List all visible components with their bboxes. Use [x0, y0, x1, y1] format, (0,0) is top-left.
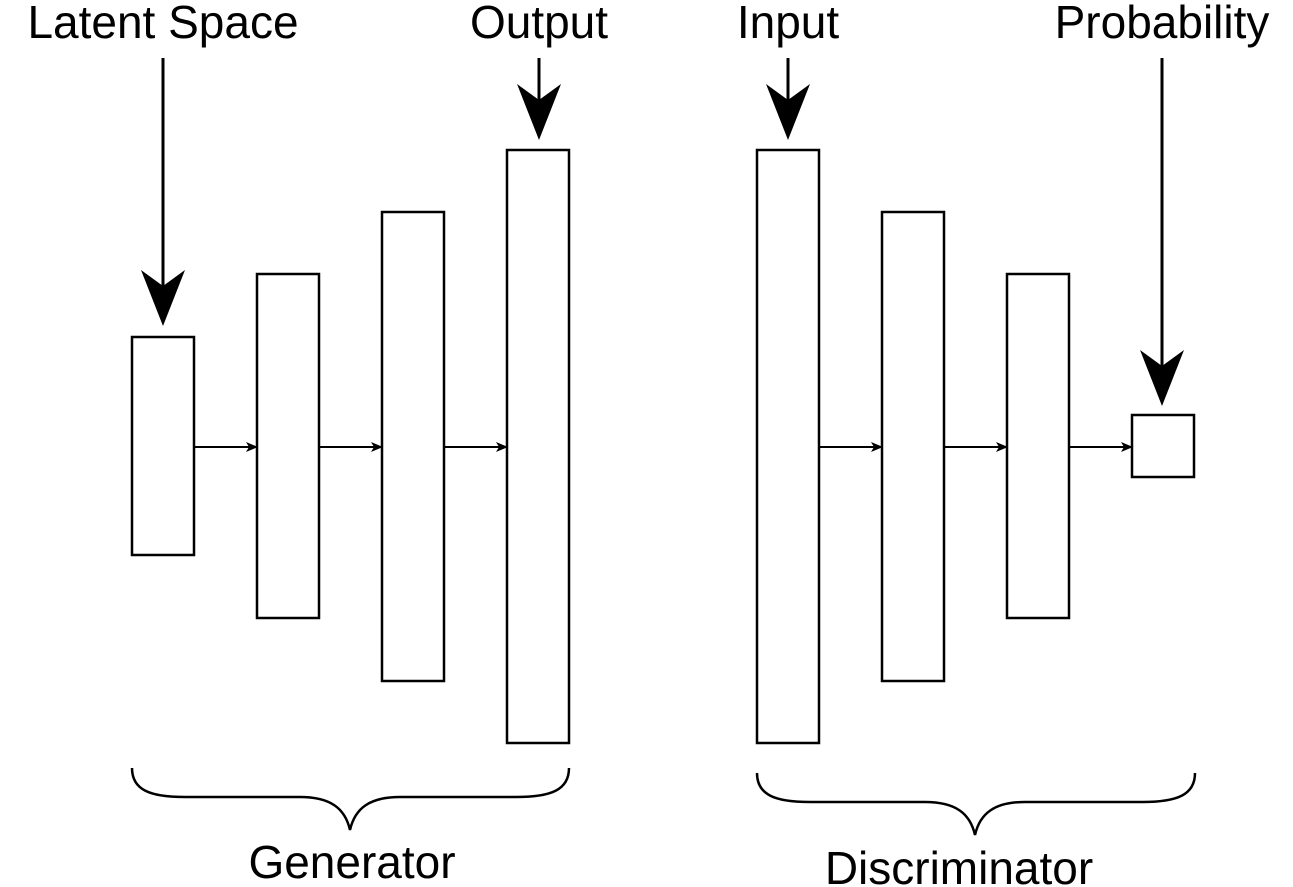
generator-layer-1 — [130, 335, 196, 557]
generator-layer-4 — [505, 148, 571, 745]
generator-network — [130, 148, 571, 745]
latent-space-arrow — [141, 58, 185, 326]
latent-space-label: Latent Space — [27, 0, 298, 48]
discriminator-layer-3 — [1005, 272, 1071, 620]
discriminator-output-node — [1130, 413, 1196, 479]
input-label: Input — [737, 0, 840, 48]
discriminator-label: Discriminator — [825, 842, 1093, 887]
generator-label: Generator — [248, 836, 455, 887]
probability-arrow — [1140, 58, 1184, 406]
discriminator-layer-2 — [880, 210, 946, 683]
generator-layer-3 — [380, 210, 446, 683]
generator-brace — [130, 767, 571, 831]
discriminator-brace — [755, 772, 1197, 836]
discriminator-layer-1 — [755, 148, 821, 745]
output-label: Output — [470, 0, 608, 48]
generator-layer-2 — [255, 272, 321, 620]
probability-label: Probability — [1055, 0, 1270, 48]
discriminator-network — [755, 148, 1196, 745]
input-arrow — [766, 58, 810, 140]
output-arrow — [517, 58, 561, 140]
